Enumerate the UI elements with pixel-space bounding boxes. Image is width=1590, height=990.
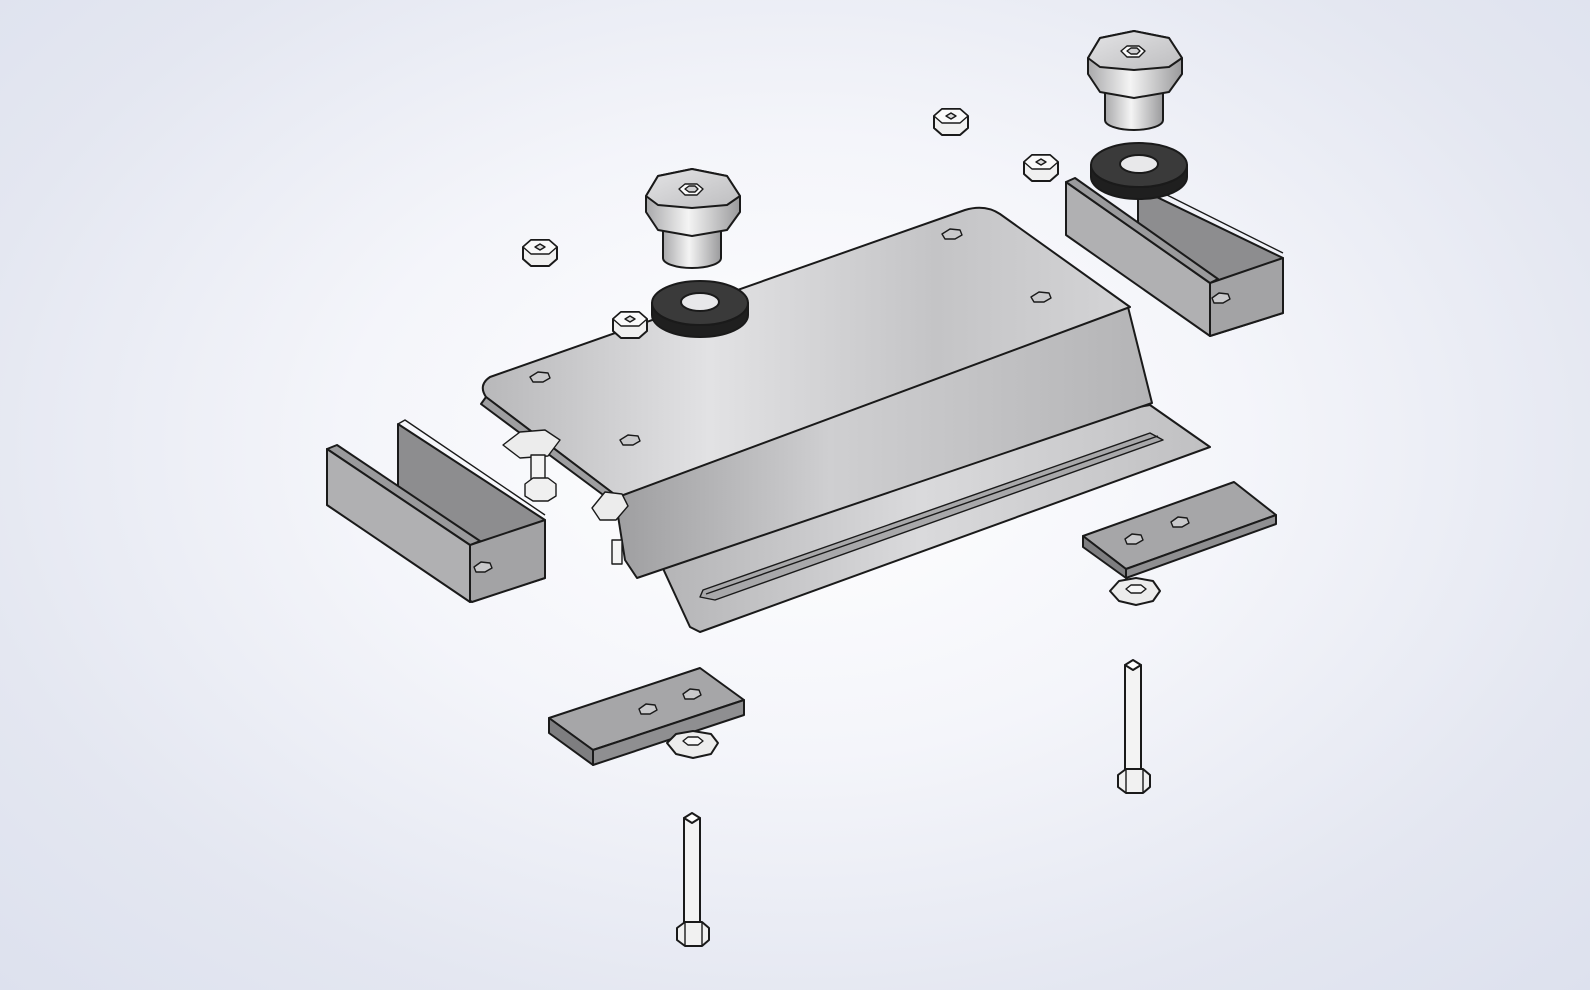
rubber-washer-left — [651, 280, 749, 338]
hex-nut — [522, 239, 558, 267]
hex-nut — [1023, 154, 1059, 182]
clamp-block-right[interactable] — [1082, 481, 1277, 579]
hex-nut — [612, 311, 648, 339]
plate-hole — [1030, 291, 1052, 303]
plate-top — [481, 206, 1131, 498]
foot-cap-screw-right — [1087, 30, 1183, 131]
lock-washer-right — [1109, 577, 1161, 606]
clamp-block-left[interactable] — [548, 667, 745, 766]
plate-hole — [619, 434, 641, 446]
u-channel-rail-right[interactable] — [1065, 177, 1284, 337]
plate-hole — [941, 228, 963, 240]
lock-washer-left — [666, 730, 719, 759]
threaded-rod-right — [1117, 659, 1151, 794]
rubber-washer-right — [1090, 142, 1188, 200]
base-plate[interactable] — [480, 206, 1211, 633]
hex-nut — [933, 108, 969, 136]
threaded-rod-left — [676, 812, 710, 947]
foot-cap-screw-left — [645, 168, 741, 269]
plate-hole — [529, 371, 551, 383]
u-channel-rail-left[interactable] — [326, 419, 546, 603]
under-plate-fasteners — [502, 429, 629, 565]
